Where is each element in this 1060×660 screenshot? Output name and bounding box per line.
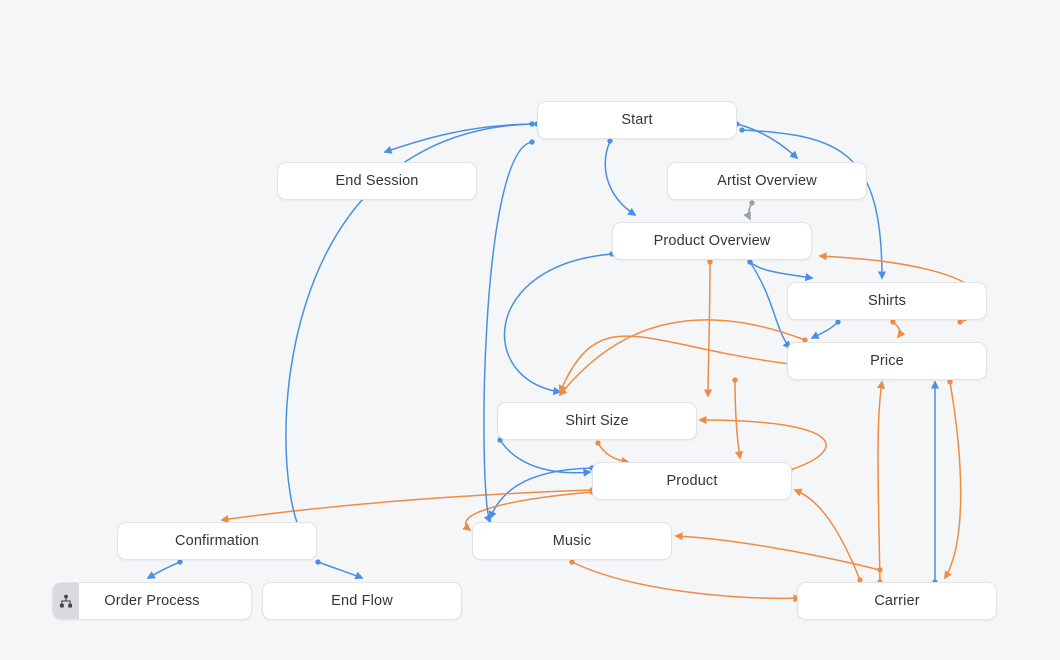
hierarchy-icon <box>53 583 79 619</box>
edge-product-to-confirmation[interactable] <box>220 487 595 524</box>
node-end-session[interactable]: End Session <box>277 162 477 200</box>
node-order-process[interactable]: Order Process <box>52 582 252 620</box>
edge-product-overview-to-shirts[interactable] <box>747 259 814 282</box>
node-carrier[interactable]: Carrier <box>797 582 997 620</box>
edge-product-overview-to-shirt-size[interactable] <box>703 259 713 398</box>
edge-price-to-shirt-size[interactable] <box>558 319 808 397</box>
node-label: Confirmation <box>175 532 259 549</box>
edge-shirts-to-price[interactable] <box>810 319 841 339</box>
edge-start-to-artist-overview[interactable] <box>734 121 799 160</box>
node-product-overview[interactable]: Product Overview <box>612 222 812 260</box>
node-artist-overview[interactable]: Artist Overview <box>667 162 867 200</box>
edge-music-to-carrier[interactable] <box>569 559 802 603</box>
node-label: Carrier <box>874 592 920 609</box>
edge-start-to-music[interactable] <box>483 139 535 524</box>
edge-confirmation-to-end-flow[interactable] <box>315 559 364 580</box>
node-music[interactable]: Music <box>472 522 672 560</box>
node-label: Price <box>870 352 904 369</box>
edge-product-overview-to-shirt-size[interactable] <box>503 251 615 396</box>
edge-start-to-product-overview[interactable] <box>604 138 637 216</box>
edge-price-to-carrier[interactable] <box>944 379 962 580</box>
edge-product-to-music[interactable] <box>488 465 595 520</box>
node-label: Order Process <box>104 592 200 609</box>
edge-carrier-to-music[interactable] <box>674 532 883 573</box>
node-confirmation[interactable]: Confirmation <box>117 522 317 560</box>
edge-confirmation-to-order-process[interactable] <box>146 559 183 579</box>
node-price[interactable]: Price <box>787 342 987 380</box>
node-start[interactable]: Start <box>537 101 737 139</box>
node-label: Shirts <box>868 292 906 309</box>
node-shirts[interactable]: Shirts <box>787 282 987 320</box>
edge-product-overview-to-price[interactable] <box>747 259 792 350</box>
edge-carrier-to-product[interactable] <box>793 488 863 583</box>
edge-artist-overview-to-product-overview[interactable] <box>743 200 755 221</box>
node-label: Music <box>552 532 592 549</box>
node-label: End Flow <box>331 592 393 609</box>
edge-start-to-end-session[interactable] <box>383 121 540 154</box>
edge-price-to-product-overview[interactable] <box>558 335 793 394</box>
node-shirt-size[interactable]: Shirt Size <box>497 402 697 440</box>
edge-shirt-size-to-product[interactable] <box>497 437 592 477</box>
edge-shirt-size-to-product[interactable] <box>595 440 630 466</box>
edge-carrier-to-price[interactable] <box>876 380 886 585</box>
edge-price-to-product[interactable] <box>732 377 744 460</box>
node-product[interactable]: Product <box>592 462 792 500</box>
node-label: End Session <box>335 172 419 189</box>
node-end-flow[interactable]: End Flow <box>262 582 462 620</box>
node-label: Product <box>666 472 718 489</box>
node-label: Artist Overview <box>717 172 817 189</box>
node-label: Product Overview <box>653 232 771 249</box>
node-label: Shirt Size <box>565 412 629 429</box>
edge-shirts-to-price[interactable] <box>890 319 906 339</box>
node-label: Start <box>621 111 653 128</box>
